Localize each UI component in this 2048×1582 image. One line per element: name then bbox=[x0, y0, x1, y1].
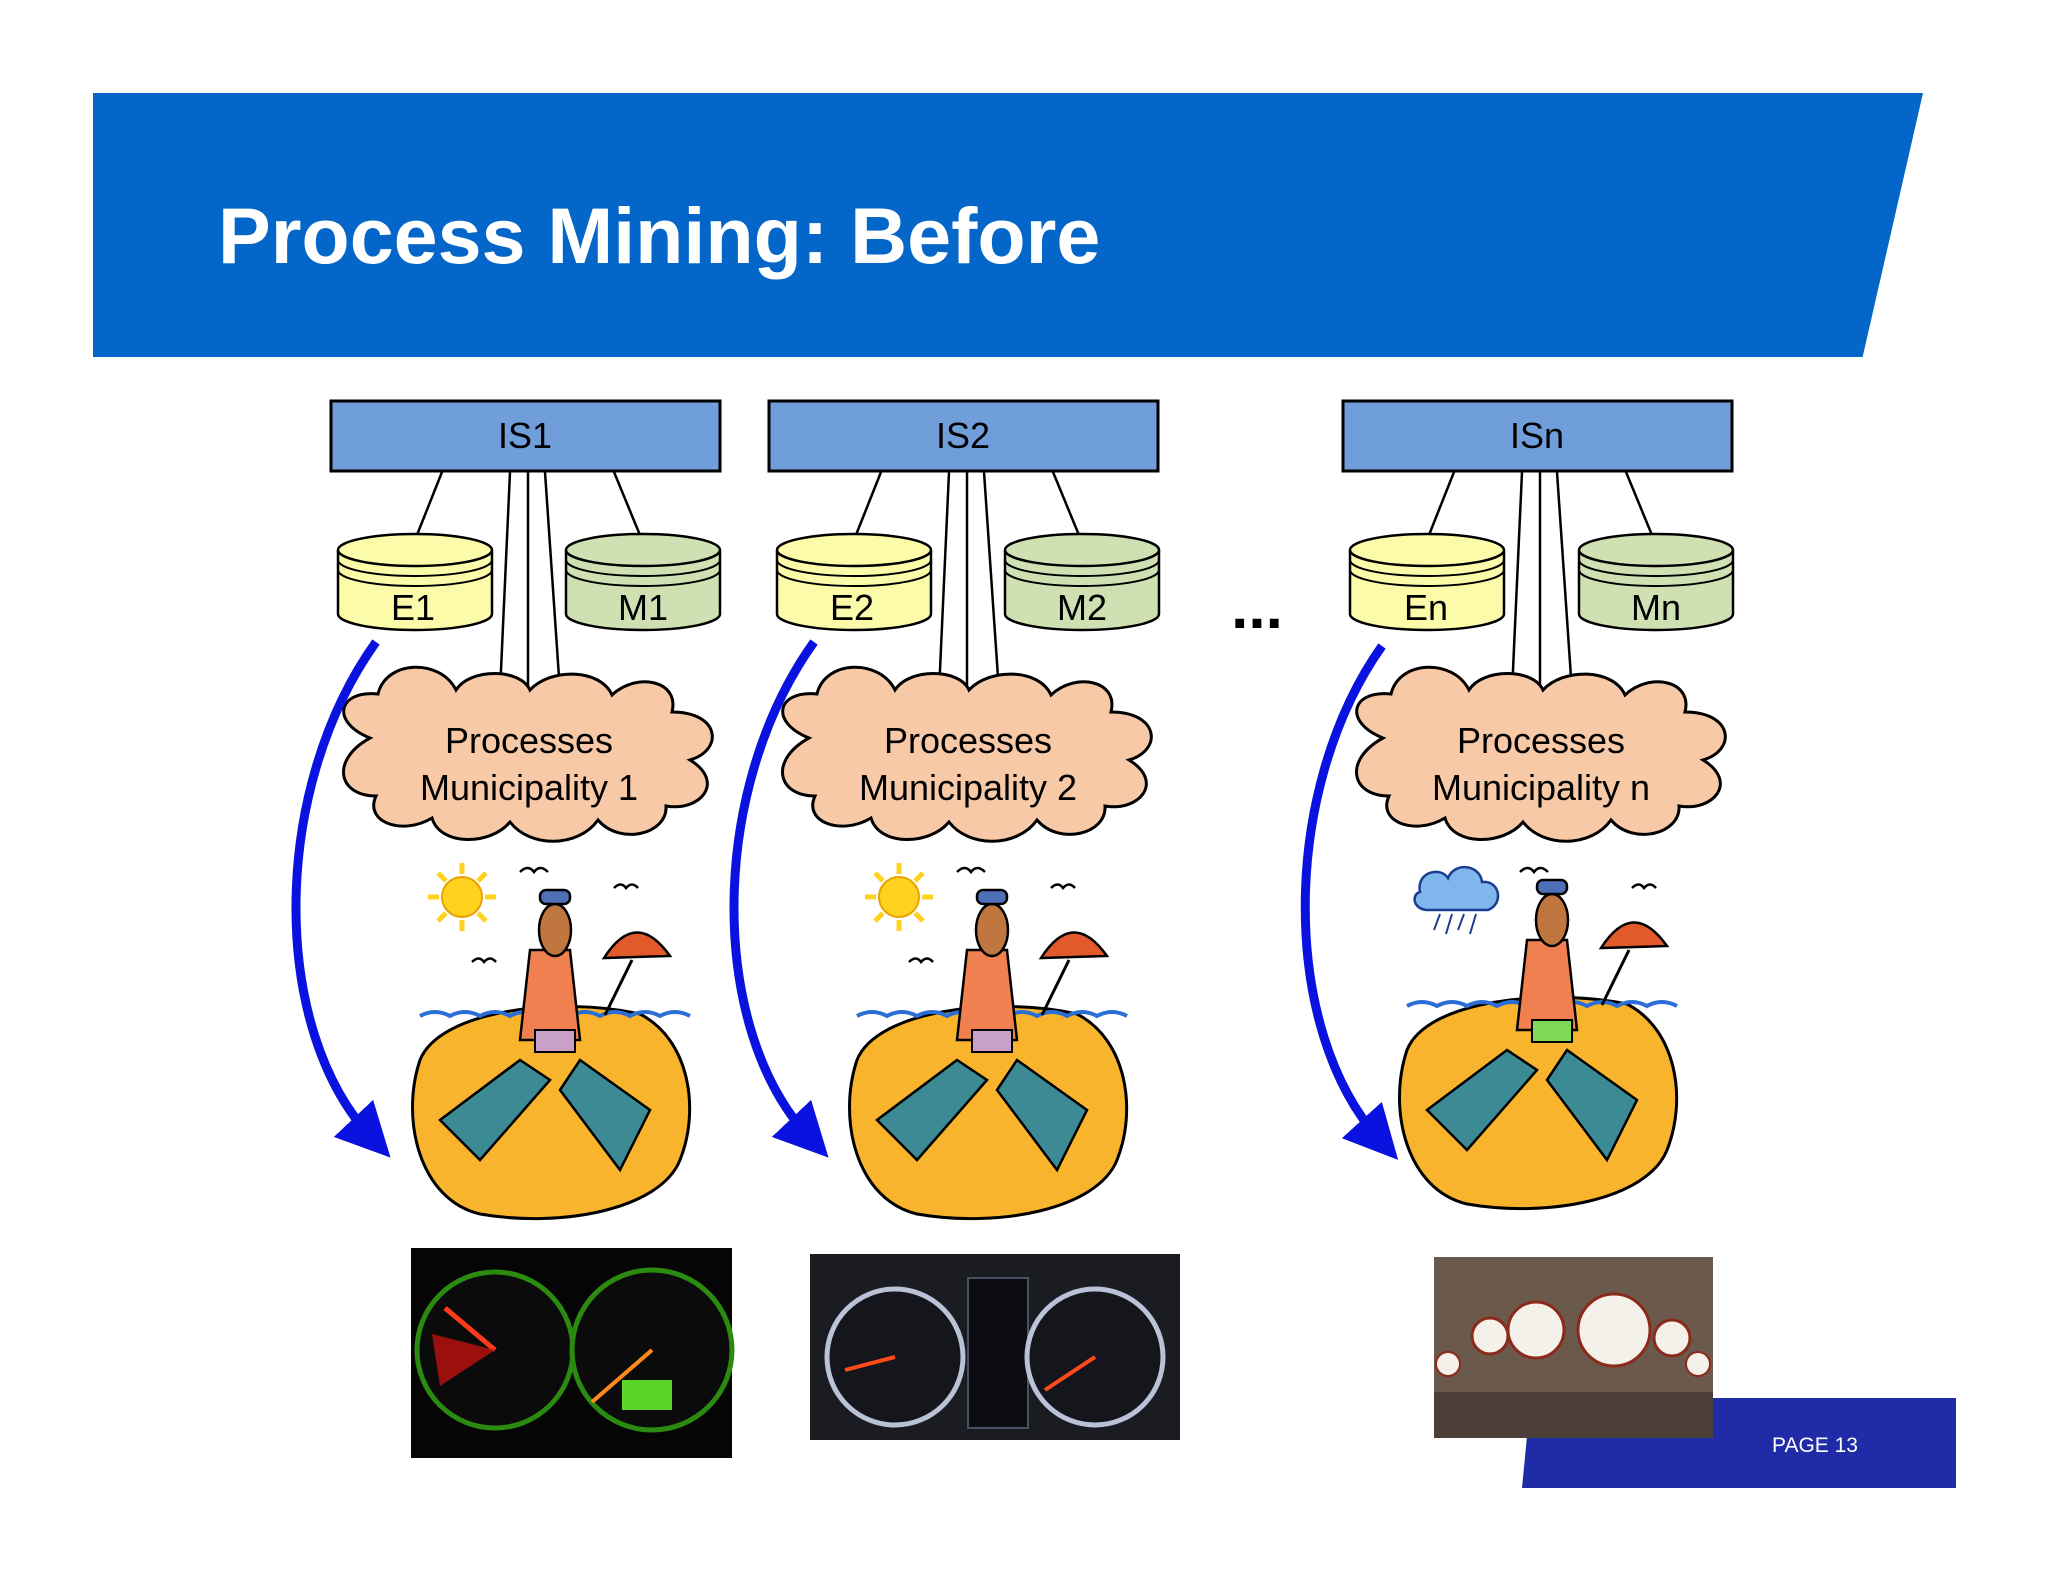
process-line1: Processes bbox=[1457, 720, 1625, 761]
column-2: IS2 E2 M2 Processes Municipality 2 bbox=[729, 399, 1180, 1440]
beach-illustration bbox=[411, 863, 692, 1220]
model-db-m2 bbox=[1003, 532, 1161, 632]
event-db-e1 bbox=[336, 532, 494, 632]
model-db-m1 bbox=[564, 532, 722, 632]
sun-rays bbox=[865, 863, 933, 931]
birds-icon bbox=[1519, 866, 1657, 891]
connector-lines bbox=[413, 471, 644, 693]
process-line1: Processes bbox=[884, 720, 1052, 761]
gauge-small bbox=[1470, 1316, 1510, 1356]
system-label: IS1 bbox=[498, 415, 552, 456]
slide-title: Process Mining: Before bbox=[218, 191, 1101, 280]
event-db-label: E1 bbox=[391, 587, 435, 628]
model-db-label: M2 bbox=[1057, 587, 1107, 628]
column-1: IS1 E1 M1 Processes Municipality 1 bbox=[291, 399, 735, 1458]
model-db-label: M1 bbox=[618, 587, 668, 628]
model-db-label: Mn bbox=[1631, 587, 1681, 628]
sun-rays bbox=[428, 863, 496, 931]
person-cap bbox=[975, 888, 1009, 906]
event-db-en bbox=[1348, 532, 1506, 632]
flippers bbox=[438, 1058, 652, 1173]
system-box-is1 bbox=[329, 399, 722, 473]
process-cloud bbox=[781, 665, 1153, 843]
event-db-label: E2 bbox=[830, 587, 874, 628]
system-box-isn bbox=[1341, 399, 1734, 473]
gauge-right bbox=[569, 1267, 735, 1433]
rain-lines bbox=[1433, 913, 1477, 935]
rain-cloud-icon bbox=[1413, 866, 1500, 912]
umbrella-pole bbox=[1600, 949, 1631, 1006]
model-db-mn bbox=[1577, 532, 1735, 632]
column-n: ISn En Mn Processes Municipality n bbox=[1300, 399, 1735, 1210]
flow-arrow bbox=[729, 639, 829, 1158]
flippers bbox=[1425, 1048, 1639, 1163]
person-shorts bbox=[1531, 1019, 1573, 1043]
process-line2: Municipality 2 bbox=[859, 767, 1077, 808]
flippers bbox=[875, 1058, 1089, 1173]
flow-arrow bbox=[291, 639, 391, 1158]
event-db-e2 bbox=[775, 532, 933, 632]
page-number: PAGE 13 bbox=[1772, 1434, 1858, 1457]
header-band bbox=[93, 93, 1923, 357]
person-shorts bbox=[534, 1029, 576, 1053]
flow-arrow bbox=[1300, 643, 1399, 1160]
umbrella-icon bbox=[1038, 931, 1110, 960]
beach-illustration bbox=[848, 863, 1129, 1220]
process-line2: Municipality 1 bbox=[420, 767, 638, 808]
person-cap bbox=[538, 888, 572, 906]
beach-illustration bbox=[1398, 866, 1679, 1210]
umbrella-icon bbox=[601, 931, 673, 960]
person-cap bbox=[1535, 878, 1569, 896]
process-line1: Processes bbox=[445, 720, 613, 761]
system-label: ISn bbox=[1510, 415, 1564, 456]
gauge-small bbox=[1435, 1351, 1461, 1377]
sun-icon bbox=[878, 876, 920, 918]
connector-lines bbox=[1425, 471, 1656, 693]
person-shorts bbox=[971, 1029, 1013, 1053]
event-db-label: En bbox=[1404, 587, 1448, 628]
umbrella-pole bbox=[1040, 959, 1071, 1016]
gauge-left bbox=[1506, 1300, 1566, 1360]
gauge-small bbox=[1685, 1351, 1711, 1377]
umbrella-icon bbox=[1598, 921, 1670, 950]
gauge-right bbox=[1024, 1286, 1166, 1428]
process-line2: Municipality n bbox=[1432, 767, 1650, 808]
ellipsis: ... bbox=[1231, 573, 1283, 642]
process-cloud bbox=[1355, 665, 1727, 843]
umbrella-pole bbox=[603, 959, 634, 1016]
system-box-is2 bbox=[767, 399, 1160, 473]
dashboard-photo-3 bbox=[1434, 1257, 1713, 1438]
gauge-left bbox=[824, 1286, 966, 1428]
gauge-right bbox=[1576, 1292, 1652, 1368]
process-cloud bbox=[342, 665, 714, 843]
system-label: IS2 bbox=[936, 415, 990, 456]
birds-icon bbox=[471, 866, 639, 965]
gauge-small bbox=[1652, 1318, 1692, 1358]
center-display bbox=[967, 1277, 1029, 1429]
sun-icon bbox=[441, 876, 483, 918]
connector-lines bbox=[852, 471, 1083, 693]
birds-icon bbox=[908, 866, 1076, 965]
